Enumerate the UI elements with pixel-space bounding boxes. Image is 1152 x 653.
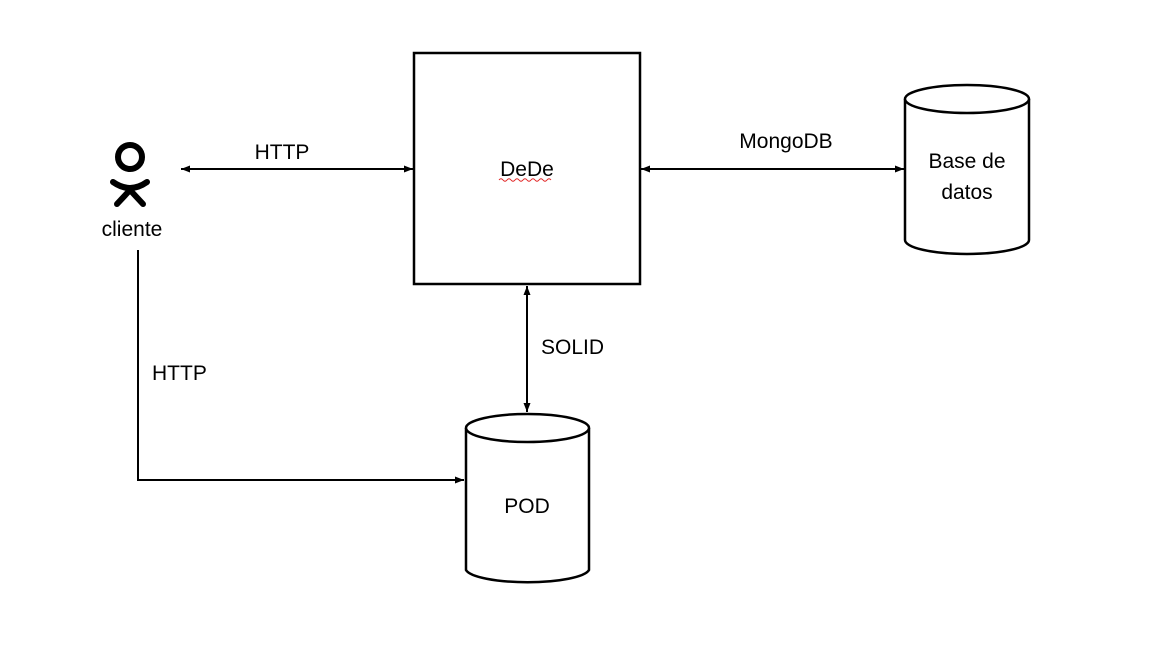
edge-client-dede-label: HTTP bbox=[255, 141, 310, 164]
edge-dede-pod-label: SOLID bbox=[541, 336, 604, 359]
spellcheck-underline bbox=[498, 178, 552, 182]
edge-dede-database-label: MongoDB bbox=[739, 130, 832, 153]
database-label-line1: Base de bbox=[928, 150, 1005, 173]
database-label-line2: datos bbox=[941, 181, 992, 204]
edge-client-pod-label: HTTP bbox=[152, 362, 207, 385]
client-label: cliente bbox=[102, 218, 163, 241]
odnoklassniki-person-icon bbox=[110, 142, 150, 207]
dede-label: DeDe bbox=[500, 158, 554, 181]
pod-cylinder bbox=[464, 412, 591, 584]
edge-client-pod bbox=[137, 250, 464, 484]
database-cylinder bbox=[903, 83, 1031, 256]
pod-label: POD bbox=[504, 495, 550, 518]
dede-box bbox=[412, 51, 642, 286]
